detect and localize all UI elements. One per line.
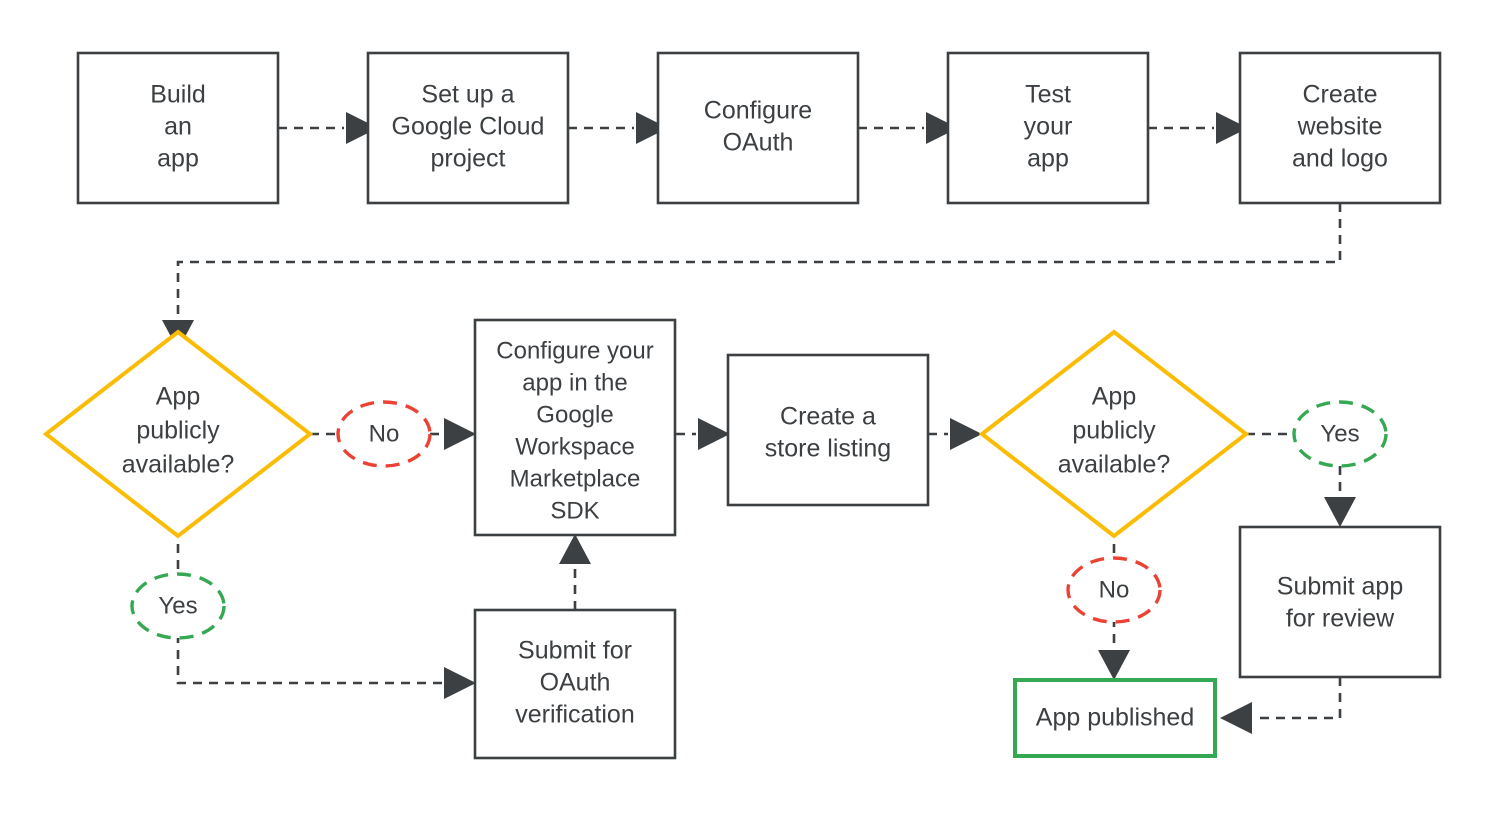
edge-store-listing-to-decision-right — [928, 418, 982, 450]
node-submit-app-for-review[interactable]: Submit app for review — [1238, 525, 1442, 679]
edge-submit-review-to-published — [1220, 677, 1342, 734]
edge-gcp-to-oauth — [568, 112, 668, 144]
node-decision-app-publicly-available-right[interactable]: App publicly available? — [978, 329, 1250, 539]
decision-right-line-0: App — [1092, 383, 1136, 411]
node-sdk-line-5: SDK — [550, 497, 599, 524]
node-store-listing-line-0: Create a — [780, 403, 876, 431]
node-app-published[interactable]: App published — [1013, 678, 1217, 758]
node-test-your-app-line-2: app — [1027, 145, 1069, 173]
edge-label-right-no: No — [1066, 556, 1162, 624]
edge-label-left-no: No — [336, 400, 432, 468]
node-create-website-line-2: and logo — [1292, 145, 1388, 173]
node-gcp-project-line-1: Google Cloud — [392, 113, 545, 141]
decision-right-line-1: publicly — [1072, 417, 1156, 445]
edge-decision-right-yes — [1246, 432, 1356, 527]
edge-label-right-no-text: No — [1099, 576, 1130, 603]
decision-left-line-2: available? — [122, 451, 235, 479]
node-submit-review-line-1: for review — [1286, 605, 1395, 633]
node-configure-oauth[interactable]: Configure OAuth — [656, 51, 860, 205]
node-configure-oauth-line-0: Configure — [704, 97, 812, 125]
node-test-your-app-line-0: Test — [1025, 81, 1071, 109]
node-sdk-line-0: Configure your — [496, 337, 653, 364]
edge-sdk-to-store-listing — [676, 418, 730, 450]
node-sdk-line-3: Workspace — [515, 433, 635, 460]
node-store-listing-line-1: store listing — [765, 435, 891, 463]
node-create-a-store-listing[interactable]: Create a store listing — [726, 353, 930, 507]
node-submit-oauth-line-1: OAuth — [540, 669, 611, 697]
node-build-an-app[interactable]: Build an app — [76, 51, 280, 205]
node-sdk-line-2: Google — [536, 401, 613, 428]
edge-website-to-decision-left — [162, 203, 1342, 350]
node-build-an-app-line-2: app — [157, 145, 199, 173]
node-gcp-project-line-2: project — [430, 145, 505, 173]
node-sdk-line-1: app in the — [522, 369, 627, 396]
node-build-an-app-line-0: Build — [150, 81, 206, 109]
node-configure-app-in-marketplace-sdk[interactable]: Configure your app in the Google Workspa… — [473, 318, 677, 537]
edge-label-left-yes: Yes — [130, 572, 226, 640]
node-sdk-line-4: Marketplace — [510, 465, 641, 492]
node-decision-app-publicly-available-left[interactable]: App publicly available? — [42, 329, 314, 539]
edge-test-to-website — [1148, 112, 1248, 144]
edge-build-to-gcp — [278, 112, 378, 144]
node-build-an-app-line-1: an — [164, 113, 192, 141]
node-submit-review-line-0: Submit app — [1277, 573, 1403, 601]
node-create-website-line-0: Create — [1302, 81, 1377, 109]
edge-submit-oauth-to-sdk — [559, 534, 591, 610]
node-gcp-project-line-0: Set up a — [421, 81, 514, 109]
node-app-published-label: App published — [1036, 704, 1194, 732]
edge-label-right-yes: Yes — [1292, 400, 1388, 468]
node-test-your-app[interactable]: Test your app — [946, 51, 1150, 205]
decision-left-line-1: publicly — [136, 417, 220, 445]
decision-left-line-0: App — [156, 383, 200, 411]
node-create-website-line-1: website — [1297, 113, 1383, 141]
edge-label-left-no-text: No — [369, 420, 400, 447]
edge-oauth-to-test — [858, 112, 958, 144]
node-test-your-app-line-1: your — [1024, 113, 1073, 141]
node-submit-oauth-line-2: verification — [515, 701, 635, 729]
node-set-up-google-cloud-project[interactable]: Set up a Google Cloud project — [366, 51, 570, 205]
decision-right-line-2: available? — [1058, 451, 1171, 479]
node-submit-for-oauth-verification[interactable]: Submit for OAuth verification — [473, 608, 677, 760]
edge-decision-left-no — [310, 418, 476, 450]
node-create-website-and-logo[interactable]: Create website and logo — [1238, 51, 1442, 205]
node-submit-oauth-line-0: Submit for — [518, 637, 632, 665]
node-configure-oauth-line-1: OAuth — [723, 129, 794, 157]
edge-label-right-yes-text: Yes — [1320, 420, 1359, 447]
edge-label-left-yes-text: Yes — [158, 592, 197, 619]
